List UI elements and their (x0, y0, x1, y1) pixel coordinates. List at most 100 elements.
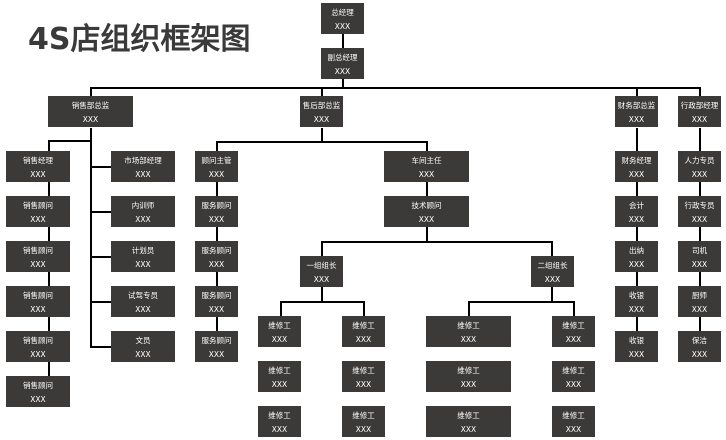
node-role: 销售顾问 (23, 381, 53, 390)
node-mechanic[interactable]: 维修工 XXX (342, 361, 385, 392)
connector (216, 141, 428, 143)
node-mechanic[interactable]: 维修工 XXX (342, 316, 385, 347)
node-name: XXX (135, 350, 151, 359)
connector (636, 128, 638, 338)
node-name: XXX (30, 170, 46, 179)
connector (342, 79, 344, 87)
node-name: XXX (628, 260, 645, 269)
node-cash-register[interactable]: 收银 XXX (615, 286, 658, 317)
node-name: XXX (544, 275, 561, 284)
connector (363, 301, 365, 316)
node-mechanic[interactable]: 维修工 XXX (258, 316, 301, 347)
node-mechanic[interactable]: 维修工 XXX (426, 316, 511, 347)
chart-title: 4S店组织框架图 (28, 22, 251, 57)
node-name: XXX (418, 170, 435, 179)
node-role: 服务顾问 (201, 201, 232, 210)
node-name: XXX (691, 170, 708, 179)
connector (280, 301, 364, 303)
node-mechanic[interactable]: 维修工 XXX (426, 406, 511, 437)
node-role: 维修工 (457, 411, 480, 420)
node-admin-manager[interactable]: 行政部经理 XXX (678, 96, 721, 127)
node-finance-director[interactable]: 财务部总监 XXX (615, 96, 658, 127)
node-mechanic[interactable]: 维修工 XXX (552, 316, 595, 347)
node-sales-consultant[interactable]: 销售顾问 XXX (6, 376, 70, 407)
node-workshop-director[interactable]: 车间主任 XXX (384, 151, 469, 182)
node-sales-manager[interactable]: 销售经理 XXX (6, 151, 70, 182)
node-service-advisor[interactable]: 服务顾问 XXX (195, 196, 238, 227)
node-driver[interactable]: 司机 XXX (678, 241, 721, 272)
node-cleaner[interactable]: 保洁 XXX (678, 331, 721, 362)
node-marketing-manager[interactable]: 市场部经理 XXX (111, 151, 175, 182)
node-role: 保洁 (692, 336, 707, 345)
node-name: XXX (82, 115, 99, 124)
node-finance-manager[interactable]: 财务经理 XXX (615, 151, 658, 182)
node-name: XXX (355, 335, 372, 344)
node-mechanic[interactable]: 维修工 XXX (258, 406, 301, 437)
connector (426, 227, 428, 242)
node-name: XXX (271, 425, 288, 434)
node-role: 销售顾问 (23, 291, 53, 300)
node-mechanic[interactable]: 维修工 XXX (426, 361, 511, 392)
node-role: 内训师 (131, 201, 155, 210)
node-mechanic[interactable]: 维修工 XXX (552, 361, 595, 392)
node-clerk[interactable]: 文员 XXX (111, 331, 175, 362)
node-cash-register[interactable]: 收银 XXX (615, 331, 658, 362)
node-name: XXX (628, 305, 645, 314)
node-aftersales-director[interactable]: 售后部总监 XXX (300, 96, 343, 127)
node-advisor-supervisor[interactable]: 顾问主管 XXX (195, 151, 238, 182)
node-group1-leader[interactable]: 一组组长 XXX (300, 256, 343, 287)
connector (90, 211, 112, 213)
node-service-advisor[interactable]: 服务顾问 XXX (195, 241, 238, 272)
connector (216, 141, 218, 336)
node-role: 维修工 (562, 321, 585, 330)
node-role: 收银 (629, 336, 644, 345)
connector (321, 287, 323, 301)
node-role: 文员 (135, 336, 151, 345)
node-planner[interactable]: 计划员 XXX (111, 241, 175, 272)
node-role: 收银 (629, 291, 644, 300)
node-name: XXX (208, 350, 225, 359)
node-admin-specialist[interactable]: 行政专员 XXX (678, 196, 721, 227)
node-service-advisor[interactable]: 服务顾问 XXX (195, 331, 238, 362)
node-name: XXX (628, 115, 645, 124)
node-internal-trainer[interactable]: 内训师 XXX (111, 196, 175, 227)
node-test-drive-specialist[interactable]: 试驾专员 XXX (111, 286, 175, 317)
node-mechanic[interactable]: 维修工 XXX (342, 406, 385, 437)
node-mechanic[interactable]: 维修工 XXX (258, 361, 301, 392)
node-mechanic[interactable]: 维修工 XXX (552, 406, 595, 437)
node-role: 行政部经理 (680, 101, 719, 110)
node-role: 试驾专员 (128, 291, 158, 300)
node-deputy-general-manager[interactable]: 副总经理 XXX (321, 48, 364, 79)
node-name: XXX (208, 260, 225, 269)
node-name: XXX (691, 215, 708, 224)
node-name: XXX (418, 215, 435, 224)
node-sales-consultant[interactable]: 销售顾问 XXX (6, 286, 70, 317)
node-technical-advisor[interactable]: 技术顾问 XXX (384, 196, 469, 227)
connector (426, 182, 428, 196)
node-name: XXX (30, 350, 46, 359)
node-general-manager[interactable]: 总经理 XXX (321, 3, 364, 34)
node-group2-leader[interactable]: 二组组长 XXX (531, 256, 574, 287)
node-chef[interactable]: 厨师 XXX (678, 286, 721, 317)
node-role: 财务部总监 (617, 101, 656, 110)
node-hr-specialist[interactable]: 人力专员 XXX (678, 151, 721, 182)
node-name: XXX (691, 350, 708, 359)
node-name: XXX (30, 395, 46, 404)
node-sales-consultant[interactable]: 销售顾问 XXX (6, 241, 70, 272)
node-role: 人力专员 (684, 156, 715, 165)
connector (468, 301, 470, 316)
node-sales-consultant[interactable]: 销售顾问 XXX (6, 196, 70, 227)
node-service-advisor[interactable]: 服务顾问 XXX (195, 286, 238, 317)
node-name: XXX (565, 425, 582, 434)
node-name: XXX (460, 425, 477, 434)
node-role: 维修工 (352, 366, 375, 375)
node-role: 销售部总监 (71, 101, 110, 110)
node-accountant[interactable]: 会计 XXX (615, 196, 658, 227)
node-role: 财务经理 (621, 156, 652, 165)
node-name: XXX (271, 335, 288, 344)
node-name: XXX (30, 305, 46, 314)
node-sales-consultant[interactable]: 销售顾问 XXX (6, 331, 70, 362)
node-name: XXX (460, 335, 477, 344)
node-sales-director[interactable]: 销售部总监 XXX (48, 96, 133, 127)
node-cashier[interactable]: 出纳 XXX (615, 241, 658, 272)
